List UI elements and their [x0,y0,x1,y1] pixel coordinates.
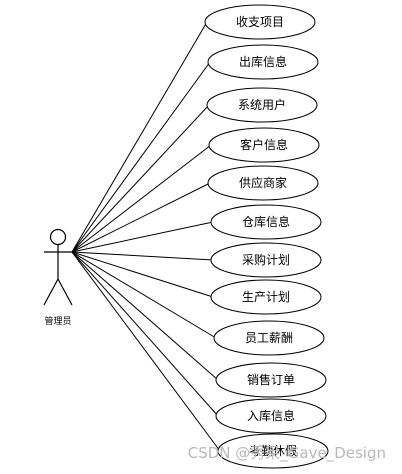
use-case: 采购计划 [210,242,322,278]
use-case: 供应商家 [207,165,319,201]
association-line [71,104,210,253]
actor-manager: 管理员 [43,228,73,327]
association-lines [71,21,221,452]
use-case-ellipse [210,242,322,278]
use-case-label: 出库信息 [239,54,287,69]
association-line [71,221,214,253]
use-case-ellipse [210,204,322,240]
use-case-ellipse [213,320,325,356]
association-line [71,251,217,339]
association-line [71,251,219,417]
use-case-ellipse [207,44,319,80]
actor-left-leg [43,278,59,306]
use-case-ellipse [215,398,327,434]
actor-label: 管理员 [44,315,71,327]
use-case: 考勤休假 [217,433,329,469]
use-case-ellipse [206,87,318,123]
actor-right-leg [57,278,73,306]
use-case: 销售订单 [215,362,327,398]
use-case: 出库信息 [207,44,319,80]
association-line [71,251,214,261]
association-line [71,251,221,452]
watermark: CSDN @秀呆_Gave_Design [188,444,386,463]
use-case-ellipse [215,362,327,398]
use-case-label: 收支项目 [236,15,284,29]
association-line [71,251,214,298]
use-case-label: 供应商家 [239,175,287,190]
use-case-ellipse [207,165,319,201]
use-case-label: 销售订单 [247,372,295,387]
association-line [71,144,212,253]
use-case: 生产计划 [210,279,322,315]
use-case-ellipse [217,433,329,469]
use-case: 系统用户 [206,87,318,123]
association-line [71,182,211,253]
use-case: 仓库信息 [210,204,322,240]
association-line [71,61,211,253]
use-case-label: 生产计划 [242,290,290,304]
association-line [71,21,208,253]
use-case-label: 入库信息 [247,408,295,423]
use-case-ellipse [210,279,322,315]
use-case: 客户信息 [208,127,320,163]
use-case-label: 采购计划 [242,252,290,267]
use-case-ellipse [204,4,316,40]
use-case-label: 员工薪酬 [245,331,293,345]
use-case-label: 仓库信息 [242,214,290,229]
use-case: 入库信息 [215,398,327,434]
use-case-ellipse [208,127,320,163]
use-case: 员工薪酬 [213,320,325,356]
association-line [71,251,219,381]
use-cases: 收支项目出库信息系统用户客户信息供应商家仓库信息采购计划生产计划员工薪酬销售订单… [204,4,329,469]
use-case: 收支项目 [204,4,316,40]
use-case-label: 考勤休假 [249,444,297,458]
use-case-label: 客户信息 [240,137,288,152]
use-case-label: 系统用户 [238,97,286,112]
actor-head [49,228,67,246]
